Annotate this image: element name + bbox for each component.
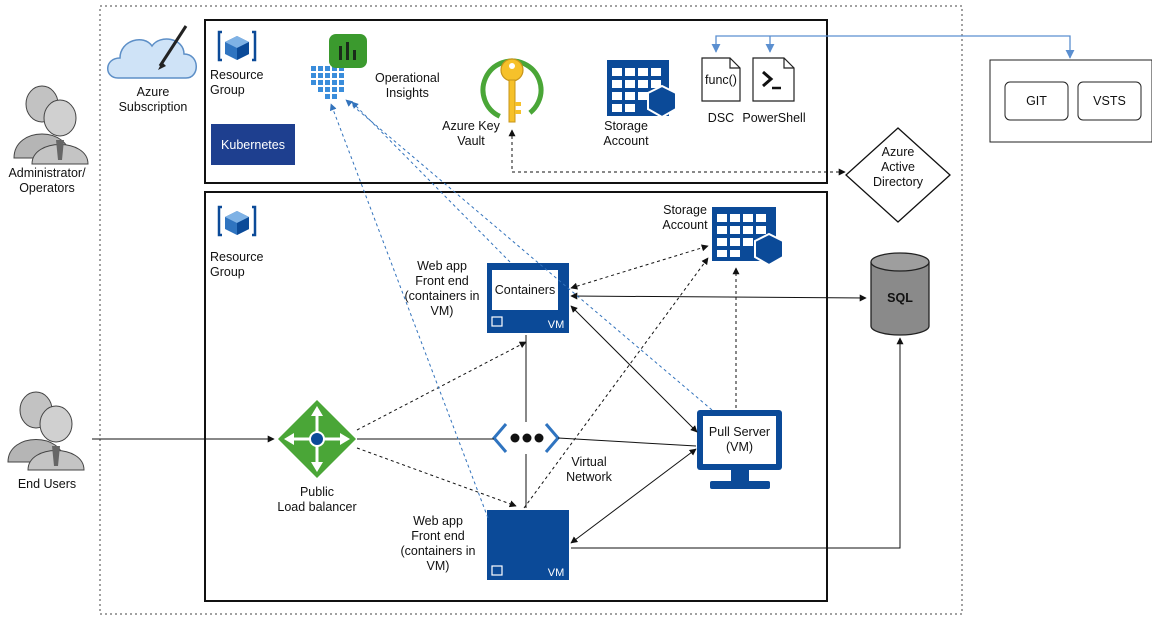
storage-account-bottom-label: Storage Account [652, 203, 718, 233]
resource-group-bottom-label: Resource Group [210, 250, 264, 280]
webapp-top-line1: Web app [417, 259, 467, 273]
vm-bottom-sql-line [571, 337, 904, 549]
insights-label-line2: Insights [385, 86, 429, 100]
storage-top-line2: Account [603, 134, 649, 148]
sql-label: SQL [887, 291, 913, 305]
vm-tag-top: VM [547, 319, 565, 331]
end-users-icon [7, 391, 85, 471]
key-vault-label: Azure Key Vault [436, 119, 506, 149]
git-label[interactable]: GIT [1026, 94, 1047, 108]
rg-top-title-line1: Resource [210, 68, 264, 82]
end-users-label: End Users [17, 477, 77, 491]
webapp-top-label: Web app Front end (containers in VM) [402, 259, 482, 319]
containers-label: Containers [494, 283, 556, 297]
subscription-boundary [99, 5, 963, 615]
func-text: func() [705, 73, 737, 87]
containers-sql-line [570, 292, 867, 302]
subscription-label-line1: Azure [136, 85, 170, 99]
rg-bottom-title-line1: Resource [210, 250, 264, 264]
lb-to-vm-top-dashed [356, 341, 527, 431]
webapp-top-line2: Front end [415, 274, 469, 288]
powershell-label: PowerShell [742, 111, 806, 125]
webapp-bottom-line3: (containers in [400, 544, 476, 558]
admin-line1: Administrator/ [8, 166, 86, 180]
azure-ad-diamond [845, 127, 951, 223]
aad-line2: Active [880, 160, 916, 174]
storage-bottom-line2: Account [662, 218, 708, 232]
vm-bottom-insights-dotted [329, 103, 489, 519]
vnet-line1: Virtual [571, 455, 607, 469]
vm-bottom [487, 510, 569, 580]
subscription-cloud-icon [107, 25, 197, 79]
containers-insights-dotted [351, 101, 511, 263]
storage-account-icon [607, 60, 677, 119]
resource-group-icon-bottom [217, 205, 257, 237]
pullserver-insights-dotted [345, 99, 713, 411]
vsts-label[interactable]: VSTS [1093, 94, 1126, 108]
vnet-line2: Network [566, 470, 612, 484]
webapp-bottom-line4: VM) [426, 559, 450, 573]
webapp-top-line4: VM) [430, 304, 454, 318]
administrator-label: Administrator/ Operators [0, 166, 94, 196]
rg-bottom-title-line2: Group [210, 265, 245, 279]
lb-to-vm-bottom-dashed [356, 447, 517, 508]
dsc-file-icon [701, 57, 741, 102]
resource-group-top-label: Resource Group [210, 68, 264, 98]
keyvault-aad-link [508, 129, 846, 176]
azure-ad-label: Azure Active Directory [866, 145, 930, 190]
powershell-file-icon [752, 57, 795, 102]
operational-insights-label: Operational Insights [375, 71, 440, 101]
subscription-label: Azure Subscription [110, 85, 196, 115]
operational-insights-icon [311, 34, 367, 99]
vnet-to-pullserver-line [557, 437, 697, 447]
pull-server-line2: (VM) [725, 440, 754, 454]
pull-server-monitor-icon [697, 410, 782, 489]
subscription-label-line2: Subscription [118, 100, 188, 114]
repo-link-line [711, 35, 1075, 59]
pull-server-line1: Pull Server [708, 425, 771, 439]
webapp-bottom-line1: Web app [413, 514, 463, 528]
lb-line2: Load balancer [277, 500, 357, 514]
storage-account-icon-bottom [712, 207, 784, 267]
vm-containers-top [487, 263, 569, 333]
key-vault-label-line2: Vault [457, 134, 485, 148]
pull-server-label: Pull Server (VM) [703, 425, 776, 455]
git-button[interactable] [1004, 81, 1069, 121]
virtual-network-label: Virtual Network [556, 455, 622, 485]
vm-bottom-storage-dashed [523, 257, 709, 509]
lb-line1: Public [299, 485, 335, 499]
rg-top-title-line2: Group [210, 83, 245, 97]
dsc-label: DSC [707, 111, 735, 125]
admin-line2: Operators [19, 181, 75, 195]
key-vault-label-line1: Azure Key [442, 119, 500, 133]
storage-account-top-label: Storage Account [594, 119, 658, 149]
vsts-button[interactable] [1077, 81, 1142, 121]
aad-line1: Azure [881, 145, 915, 159]
webapp-bottom-line2: Front end [411, 529, 465, 543]
load-balancer-label: Public Load balancer [262, 485, 372, 515]
vm-bottom-pullserver-line [570, 448, 697, 544]
load-balancer-icon [278, 400, 356, 478]
resource-group-icon [217, 30, 257, 62]
containers-pullserver-line [570, 305, 698, 433]
kubernetes-box [211, 124, 295, 165]
kubernetes-label: Kubernetes [221, 138, 285, 152]
storage-top-line1: Storage [604, 119, 648, 133]
administrator-icon [13, 85, 89, 165]
webapp-bottom-label: Web app Front end (containers in VM) [398, 514, 478, 574]
sql-database-icon [870, 252, 930, 336]
insights-label-line1: Operational [375, 71, 440, 85]
storage-bottom-line1: Storage [663, 203, 707, 217]
webapp-top-line3: (containers in [404, 289, 480, 303]
aad-line3: Directory [872, 175, 923, 189]
vm-tag-bottom: VM [547, 567, 565, 579]
